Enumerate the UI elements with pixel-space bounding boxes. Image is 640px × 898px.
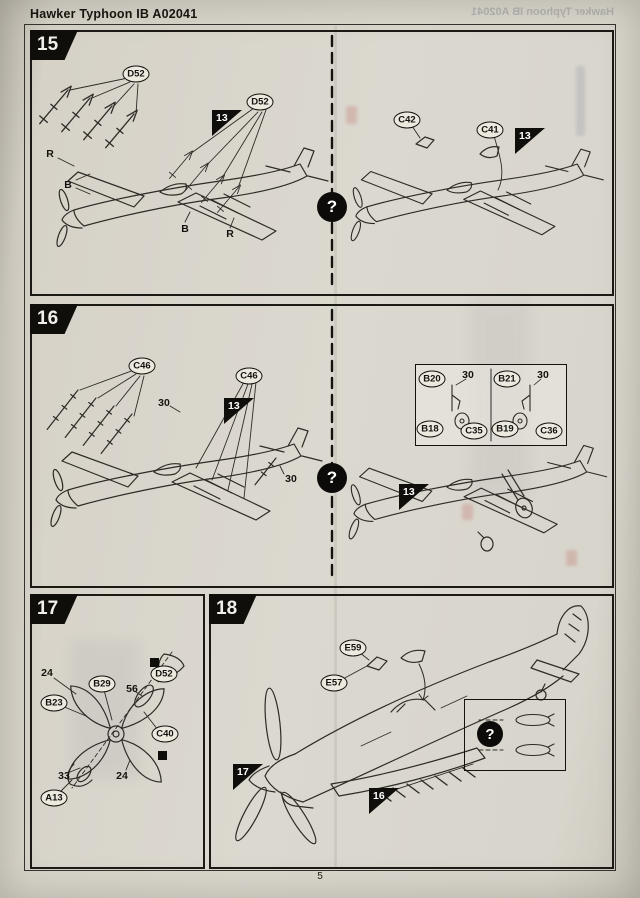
part-label-24: 24 — [41, 667, 53, 679]
question-mark-badge: ? — [317, 192, 347, 222]
step-17-panel: 17 24 B29 56 D52 B23 C40 33 24 A13 — [30, 594, 205, 869]
callout-c36: C36 — [535, 422, 563, 440]
aircraft-side-view — [248, 605, 589, 809]
page-border — [24, 24, 616, 871]
propeller — [235, 687, 317, 845]
bleedthrough-mark — [566, 550, 577, 566]
callout-e57: E57 — [320, 674, 348, 692]
step-15-illustration — [39, 34, 604, 288]
stores-option-inset — [464, 699, 566, 771]
assembly-symbol-square — [150, 658, 159, 667]
page-title: Hawker Typhoon IB A02041 — [30, 7, 198, 21]
leader-lines — [79, 369, 285, 499]
aircraft-left — [48, 427, 323, 529]
bleedthrough-mark — [576, 66, 585, 136]
part-label-r: R — [46, 148, 54, 160]
step-18-number: 18 — [209, 594, 257, 624]
callout-b18: B18 — [416, 420, 444, 438]
callout-b29: B29 — [88, 675, 116, 693]
part-label-b: B — [64, 179, 72, 191]
paper-crease — [334, 26, 337, 868]
part-label-r: R — [226, 228, 234, 240]
part-label-b: B — [181, 223, 189, 235]
step-16-illustration — [46, 308, 608, 580]
callout-c46: C46 — [235, 367, 263, 385]
step-15-panel: 15 D52 D52 13 C42 C41 13 R B B R ? — [30, 30, 614, 296]
step-18-illustration — [235, 605, 589, 845]
aircraft-right — [346, 444, 608, 541]
part-label-30: 30 — [537, 369, 549, 381]
part-label-33: 33 — [58, 770, 70, 782]
callout-e59: E59 — [339, 639, 367, 657]
rockets-exploded — [39, 85, 138, 149]
callout-d52: D52 — [246, 93, 274, 111]
propeller — [67, 685, 165, 783]
callout-b21: B21 — [493, 370, 521, 388]
leader-lines — [57, 77, 503, 229]
bleedthrough-mark — [462, 504, 473, 520]
callout-d52: D52 — [150, 665, 178, 683]
callout-c35: C35 — [460, 422, 488, 440]
bleedthrough-title: Hawker Typhoon IB A02041 — [470, 6, 614, 18]
callout-c46: C46 — [128, 357, 156, 375]
spinner-backplate — [134, 684, 154, 708]
rocket-rails-exploded — [46, 389, 277, 486]
page-number: 5 — [317, 871, 323, 882]
aircraft-right — [348, 148, 604, 243]
question-mark-badge: ? — [477, 721, 503, 747]
question-mark-badge: ? — [317, 463, 347, 493]
gear-detail-inset: B20 30 B18 C35 B21 30 B19 C36 — [415, 364, 567, 446]
callout-c40: C40 — [151, 725, 179, 743]
spinner-cup — [67, 763, 93, 787]
rockets-on-wing — [168, 150, 242, 213]
callout-c42: C42 — [393, 111, 421, 129]
callout-b23: B23 — [40, 694, 68, 712]
part-label-30: 30 — [285, 473, 297, 485]
part-label-30: 30 — [462, 369, 474, 381]
underwing-rockets — [375, 763, 476, 802]
bleedthrough-mark — [346, 106, 357, 124]
bleedthrough-mark — [470, 300, 530, 500]
assembly-symbol-square — [158, 751, 167, 760]
part-label-24: 24 — [116, 770, 128, 782]
callout-d52: D52 — [122, 65, 150, 83]
landing-gear — [477, 469, 533, 552]
callout-b19: B19 — [491, 420, 519, 438]
aircraft-left — [54, 147, 329, 249]
canopy-parts — [415, 136, 500, 159]
part-label-30: 30 — [158, 397, 170, 409]
callout-c41: C41 — [476, 121, 504, 139]
callout-b20: B20 — [418, 370, 446, 388]
step-18-panel: 18 E59 E57 17 16 ? — [209, 594, 614, 869]
step-16-panel: 16 C46 30 13 C46 30 13 ? B20 30 B18 C35 … — [30, 304, 614, 588]
part-label-56: 56 — [126, 683, 138, 695]
callout-a13: A13 — [40, 789, 68, 807]
canopy-parts-exploded — [366, 649, 429, 701]
stores-options — [478, 713, 555, 757]
